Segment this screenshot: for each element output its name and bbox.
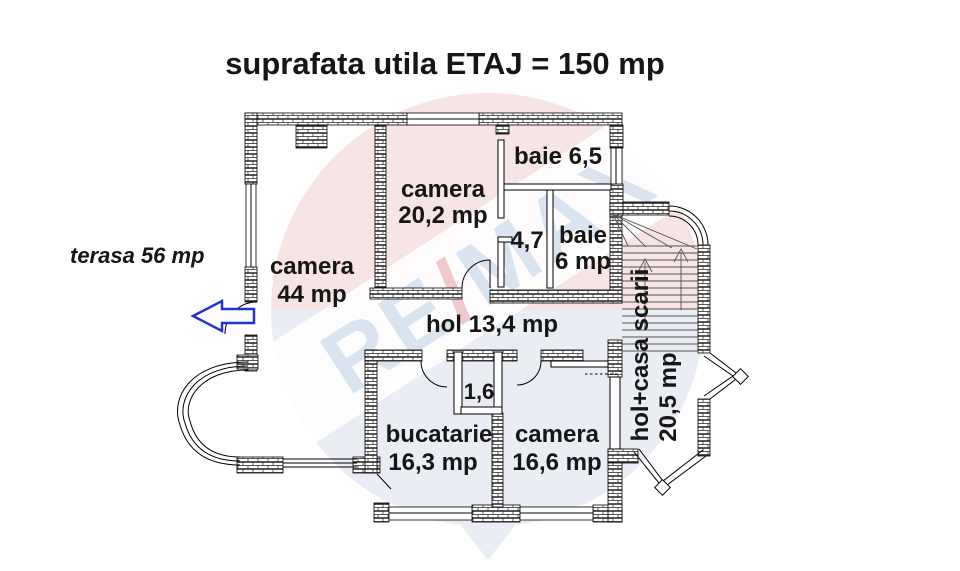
label-vestibul: 4,7 bbox=[510, 227, 543, 254]
label-baie-name: baie bbox=[559, 222, 607, 249]
label-casa-scarii-area: 20,5 mp bbox=[655, 352, 682, 441]
label-bucatarie-area: 16,3 mp bbox=[388, 449, 477, 476]
door-arcs-layer bbox=[224, 259, 618, 490]
door-camera-mica bbox=[516, 360, 542, 386]
windows-layer bbox=[245, 112, 623, 521]
door-bucatarie bbox=[420, 360, 448, 388]
door-camera-etaj bbox=[461, 259, 491, 289]
stair-direction-arrow bbox=[673, 248, 689, 310]
label-camera-etaj-area: 20,2 mp bbox=[398, 202, 487, 229]
label-camera-mica-area: 16,6 mp bbox=[512, 449, 601, 476]
door-leaf-line bbox=[376, 473, 392, 490]
label-hol: hol 13,4 mp bbox=[426, 311, 558, 338]
partition-walls-layer bbox=[453, 139, 621, 450]
terrace-bay-curve bbox=[177, 361, 357, 468]
label-debara: 1,6 bbox=[464, 379, 495, 404]
entrance-arrow-icon bbox=[190, 298, 256, 334]
staircase bbox=[612, 205, 709, 352]
stair-direction-arrow bbox=[637, 258, 653, 330]
label-baie-area: 6 mp bbox=[555, 248, 611, 275]
page-title: suprafata utila ETAJ = 150 mp bbox=[225, 46, 665, 81]
label-bucatarie-name: bucatarie bbox=[386, 421, 493, 448]
label-camera-mare-area: 44 mp bbox=[277, 281, 346, 308]
bay-apex-marker bbox=[732, 368, 749, 385]
label-camera-etaj-name: camera bbox=[401, 176, 486, 203]
label-camera-mica-name: camera bbox=[515, 421, 600, 448]
stair-curved-wall bbox=[668, 205, 709, 246]
label-terasa: terasa 56 mp bbox=[70, 243, 205, 268]
window-bottom-right bbox=[519, 506, 594, 521]
bay-apex-marker bbox=[654, 479, 671, 496]
stair-winders bbox=[612, 213, 698, 250]
window-top bbox=[406, 112, 480, 126]
label-casa-scarii-name: hol+casa scarii bbox=[627, 269, 654, 442]
label-camera-mare-name: camera bbox=[270, 253, 355, 280]
window-right-upper bbox=[610, 147, 623, 185]
window-bottom-left bbox=[388, 506, 473, 521]
stair-treads bbox=[622, 245, 698, 352]
bay-walls bbox=[633, 352, 749, 496]
walls-layer bbox=[236, 112, 711, 523]
window-left bbox=[245, 183, 257, 268]
label-baie-mica: baie 6,5 bbox=[514, 143, 602, 170]
